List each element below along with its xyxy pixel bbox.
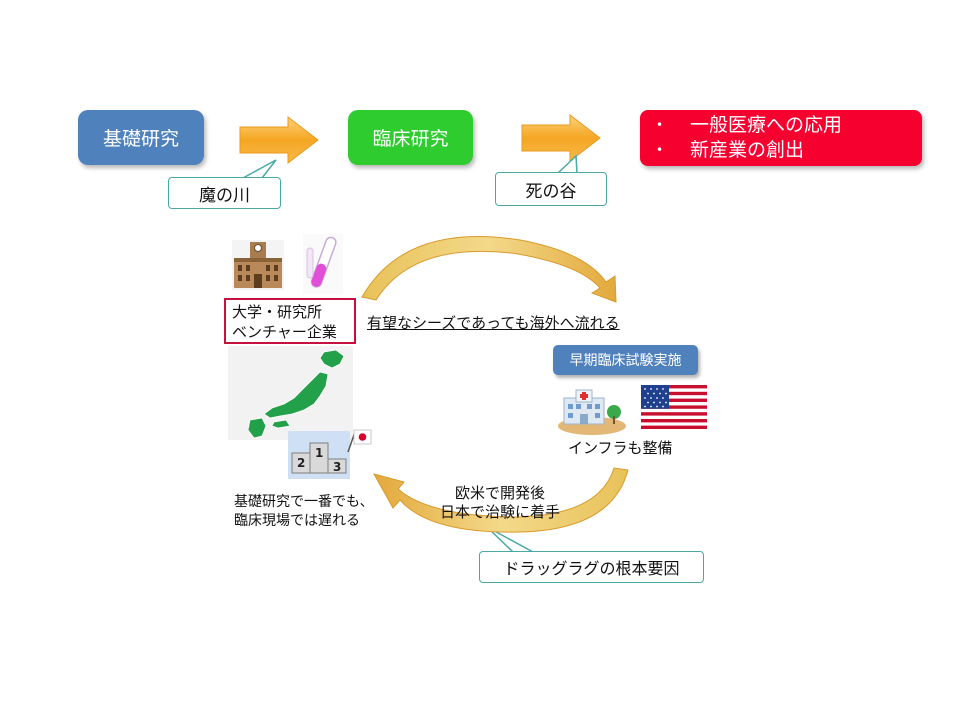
us-flag-icon — [641, 385, 707, 429]
bullet-icon: • — [656, 143, 664, 157]
japan-flag-icon — [347, 429, 372, 453]
outcome-item: • 新産業の創出 — [640, 138, 922, 162]
early-trials-label: 早期臨床試験実施 — [569, 353, 682, 369]
overseas-line2: 日本で治験に着手 — [439, 503, 560, 521]
death-valley-callout: 死の谷 — [495, 172, 607, 206]
arrow-right-icon — [521, 113, 601, 163]
institutions-line2: ベンチャー企業 — [232, 323, 337, 341]
podium-2-label: 2 — [297, 456, 305, 470]
institutions-line1: 大学・研究所 — [232, 303, 323, 321]
overseas-line1: 欧米で開発後 — [454, 484, 545, 502]
institutions-box: 大学・研究所 ベンチャー企業 — [224, 298, 356, 344]
root-cause-callout: ドラッグラグの根本要因 — [479, 551, 704, 583]
outcome-general-medicine: 一般医療への応用 — [690, 114, 843, 136]
outcome-item: • 一般医療への応用 — [640, 113, 922, 137]
basic-research-box: 基礎研究 — [78, 110, 204, 165]
outcomes-box: • 一般医療への応用 • 新産業の創出 — [640, 110, 922, 166]
japan-line1: 基礎研究で一番でも、 — [234, 494, 374, 510]
infrastructure-label: インフラも整備 — [568, 439, 673, 457]
seeds-outflow-text: 有望なシーズであっても海外へ流れる — [367, 314, 620, 332]
podium-3-label: 3 — [333, 460, 341, 474]
outcome-new-industry: 新産業の創出 — [690, 139, 805, 161]
root-cause-label: ドラッグラグの根本要因 — [503, 559, 680, 578]
clinical-research-label: 臨床研究 — [372, 128, 449, 150]
basic-research-label: 基礎研究 — [102, 128, 179, 150]
clinical-research-box: 臨床研究 — [348, 110, 473, 165]
upper-curved-arrow — [361, 236, 617, 303]
japan-line2: 臨床現場では遅れる — [234, 513, 360, 529]
early-trials-badge: 早期臨床試験実施 — [553, 345, 698, 375]
devil-river-label: 魔の川 — [199, 185, 250, 206]
lower-curved-arrow — [372, 467, 629, 533]
overseas-text: 欧米で開発後 日本で治験に着手 — [430, 484, 570, 522]
hospital-icon — [558, 389, 626, 435]
test-tube-icon — [303, 234, 343, 294]
japan-map-icon — [228, 346, 353, 440]
japan-caption: 基礎研究で一番でも、 臨床現場では遅れる — [234, 493, 374, 531]
podium-1-label: 1 — [315, 446, 323, 460]
university-building-icon — [232, 240, 284, 290]
devil-river-callout: 魔の川 — [168, 177, 281, 209]
arrow-right-icon — [239, 115, 319, 165]
bullet-icon: • — [656, 118, 664, 132]
podium-icon: 2 1 3 — [288, 431, 350, 479]
death-valley-label: 死の谷 — [525, 181, 577, 202]
